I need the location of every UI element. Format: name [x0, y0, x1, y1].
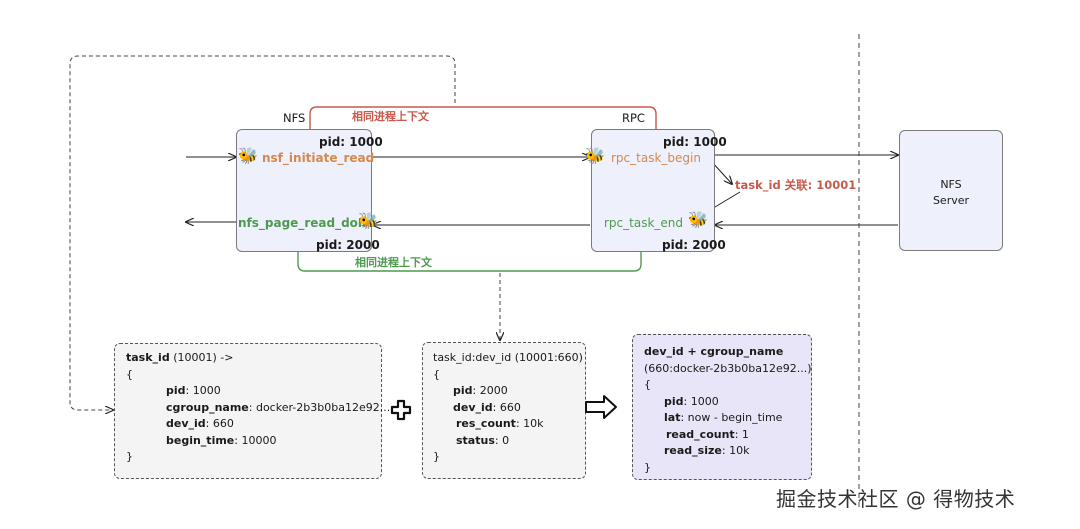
rpc-title: RPC	[622, 111, 645, 125]
map3-box	[632, 334, 812, 480]
map1-key: dev_id	[166, 417, 206, 430]
map3-close: }	[644, 460, 651, 474]
map2-open: {	[433, 367, 440, 381]
rpc-func-in: rpc_task_begin	[611, 151, 701, 165]
task-link-label: task_id 关联: 10001	[735, 178, 857, 192]
map2-val: : 10k	[515, 417, 544, 430]
nfs-block	[236, 129, 372, 252]
map3-val: : 10k	[721, 444, 750, 457]
map1-key: pid	[166, 384, 186, 397]
map3-key: read_count	[666, 427, 735, 441]
map2-box	[422, 342, 586, 479]
watermark: 掘金技术社区 @ 得物技术	[776, 487, 1016, 511]
map1-val: : 10000	[234, 433, 277, 447]
nfs-pid-bottom: pid: 2000	[316, 238, 380, 252]
rpc-pid-top: pid: 1000	[663, 135, 727, 149]
map1-val: : 660	[205, 417, 234, 430]
map3-header: dev_id + cgroup_name	[644, 345, 784, 358]
nfs-func-out: nfs_page_read_done	[238, 216, 375, 230]
map3-key: read_size	[664, 444, 722, 457]
map1-open: {	[126, 367, 133, 381]
map3-sub: (660:docker-2b3b0ba12e92...)	[644, 361, 812, 375]
map1-val: : docker-2b3b0ba12e92...	[248, 400, 391, 414]
nfs-server-block	[899, 130, 1003, 251]
map2-val: : 0	[494, 433, 510, 447]
map3-content: dev_id + cgroup_name (660:docker-2b3b0ba…	[644, 344, 812, 476]
map2-val: : 660	[492, 400, 521, 414]
map2-key: status	[456, 433, 495, 447]
map2-key: res_count	[456, 417, 516, 430]
map3-key: lat	[664, 411, 681, 424]
map1-content: task_id (10001) -> { pid: 1000 cgroup_na…	[126, 350, 390, 466]
map3-open: {	[644, 378, 651, 391]
nfs-title: NFS	[283, 111, 306, 125]
map1-header-key: task_id	[126, 351, 170, 364]
bee-icon: 🐝	[238, 146, 258, 165]
map1-key: cgroup_name	[166, 400, 249, 414]
plus-icon	[390, 399, 412, 421]
map1-header-rest: (10001) ->	[169, 351, 234, 364]
map2-key: dev_id	[453, 400, 493, 414]
nfs-func-in: nsf_initiate_read	[262, 151, 375, 165]
map2-close: }	[433, 450, 440, 463]
map3-val: : now - begin_time	[680, 411, 783, 424]
server-line2: Server	[932, 194, 970, 207]
rpc-pid-bottom: pid: 2000	[662, 238, 726, 252]
bee-icon: 🐝	[358, 211, 378, 230]
map2-content: task_id:dev_id (10001:660) { pid: 2000 d…	[433, 350, 583, 466]
map3-val: : 1	[734, 427, 749, 441]
map1-val: : 1000	[185, 384, 221, 397]
map1-box	[114, 343, 382, 479]
rpc-block	[591, 129, 715, 252]
context-bracket-bottom	[297, 234, 641, 272]
arrow-right-icon	[585, 395, 617, 419]
context-bracket-top	[309, 106, 656, 146]
map2-val: : 2000	[472, 384, 508, 397]
dashed-loop-wire	[69, 55, 456, 410]
bee-icon: 🐝	[688, 210, 708, 229]
context-label-bottom: 相同进程上下文	[355, 256, 432, 269]
server-line1: NFS	[940, 178, 962, 191]
bee-icon: 🐝	[585, 146, 605, 165]
task-link-arrow-1	[711, 161, 732, 184]
rpc-func-out: rpc_task_end	[604, 216, 684, 230]
nfs-pid-top: pid: 1000	[319, 135, 383, 149]
map2-header: task_id:dev_id (10001:660)	[433, 351, 583, 364]
map1-key: begin_time	[166, 433, 235, 447]
map2-key: pid	[453, 384, 473, 397]
map3-key: pid	[664, 394, 684, 408]
context-label-top: 相同进程上下文	[352, 110, 429, 123]
map1-close: }	[126, 450, 133, 463]
map3-val: : 1000	[683, 394, 719, 408]
